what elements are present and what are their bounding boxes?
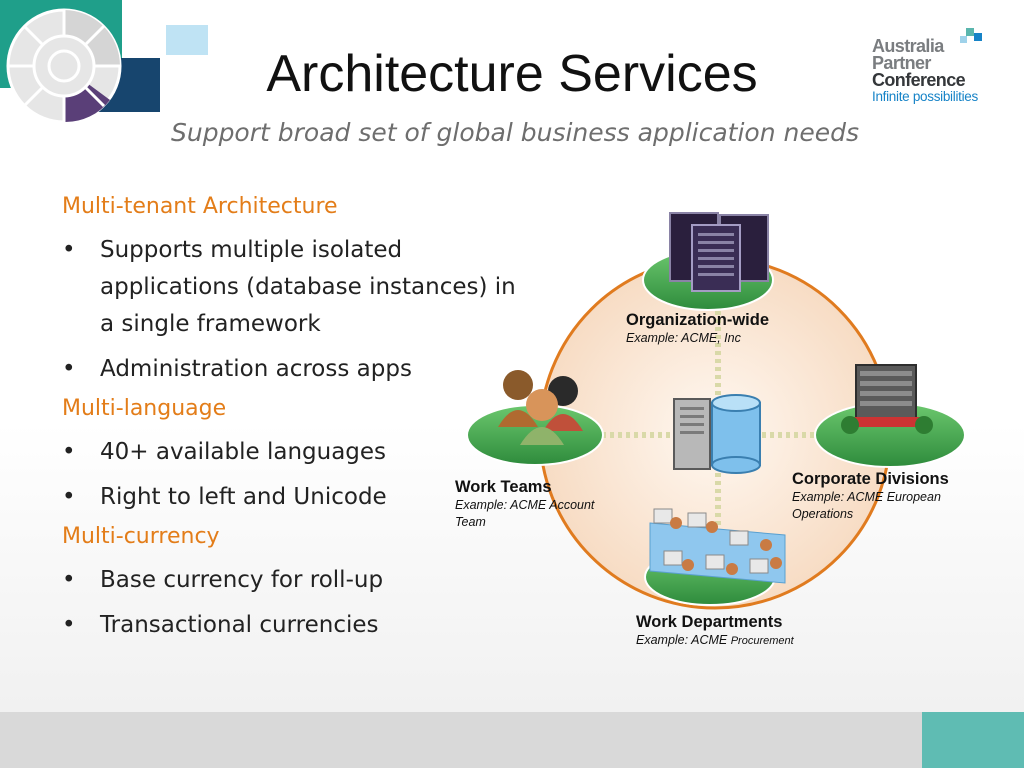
node-title: Work Teams xyxy=(455,478,552,496)
bullet-text: Administration across apps xyxy=(100,356,412,382)
bullet-icon: • xyxy=(62,237,76,263)
section-multi-language: Multi-language •40+ available languages … xyxy=(62,396,532,516)
node-label-work-departments: Work Departments Example: ACME Procureme… xyxy=(636,613,856,650)
slide-subtitle: Support broad set of global business app… xyxy=(170,118,859,147)
list-item: • Administration across apps xyxy=(62,351,532,388)
bullet-text: Transactional currencies xyxy=(100,612,379,638)
people-group-icon xyxy=(466,370,604,466)
section-heading: Multi-language xyxy=(62,396,227,421)
office-building-icon xyxy=(814,364,966,468)
logo-line-partner: Partner xyxy=(872,53,931,73)
diagram-graphics xyxy=(466,212,966,610)
footer-accent xyxy=(922,712,1024,768)
section-multi-currency: Multi-currency • Base currency for roll-u… xyxy=(62,524,532,644)
node-label-work-teams: Work Teams Example: ACME Account Team xyxy=(455,478,625,531)
conference-logo: Australia Partner Conference Infinite po… xyxy=(872,28,1012,118)
architecture-diagram: Organization-wide Example: ACME, Inc Wor… xyxy=(450,205,990,665)
slide-title: Architecture Services xyxy=(266,45,758,103)
logo-line-conference: Conference xyxy=(872,70,966,90)
feature-list: Multi-tenant Architecture • Supports mult… xyxy=(62,194,532,652)
workstations-icon xyxy=(644,508,786,606)
corner-decoration-light xyxy=(166,25,208,55)
section-heading: Multi-currency xyxy=(62,524,220,549)
bullet-text: Right to left and Unicode xyxy=(100,484,387,510)
node-example: Example: ACME European Operations xyxy=(792,490,941,521)
node-title: Work Departments xyxy=(636,613,783,631)
node-label-organization: Organization-wide Example: ACME, Inc xyxy=(626,311,769,347)
database-server-icon xyxy=(673,394,761,474)
node-example-prefix: Example: ACME xyxy=(636,633,728,647)
bullet-icon: • xyxy=(62,484,76,510)
node-label-corporate-divisions: Corporate Divisions Example: ACME Europe… xyxy=(792,470,988,523)
logo-line-australia: Australia xyxy=(872,36,944,56)
list-item: • 40+ available languages xyxy=(62,434,532,471)
bullet-icon: • xyxy=(62,439,76,465)
list-item: • Supports multiple isolated applications… xyxy=(62,232,532,343)
bullet-icon: • xyxy=(62,356,76,382)
section-heading: Multi-tenant Architecture xyxy=(62,194,338,219)
bullet-text: Supports multiple isolated applications … xyxy=(100,237,516,337)
node-title: Corporate Divisions xyxy=(792,470,949,488)
bullet-icon: • xyxy=(62,567,76,593)
section-multi-tenant: Multi-tenant Architecture • Supports mult… xyxy=(62,194,532,388)
server-rack-icon xyxy=(642,212,774,311)
logo-squares-icon xyxy=(960,28,982,43)
node-title: Organization-wide xyxy=(626,311,770,329)
list-item: • Base currency for roll-up xyxy=(62,562,532,599)
wheel-emblem-icon xyxy=(6,8,122,124)
list-item: • Right to left and Unicode xyxy=(62,479,532,516)
node-example: Example: ACME, Inc xyxy=(626,331,741,345)
node-example: Example: ACME Procurement xyxy=(636,632,856,650)
list-item: • Transactional currencies xyxy=(62,607,532,644)
node-example: Example: ACME Account Team xyxy=(455,498,595,529)
logo-tagline: Infinite possibilities xyxy=(872,89,978,104)
bullet-icon: • xyxy=(62,612,76,638)
node-example-suffix: Procurement xyxy=(730,635,794,647)
footer-bar xyxy=(0,712,922,768)
bullet-text: Base currency for roll-up xyxy=(100,567,384,593)
bullet-text: 40+ available languages xyxy=(100,439,387,465)
